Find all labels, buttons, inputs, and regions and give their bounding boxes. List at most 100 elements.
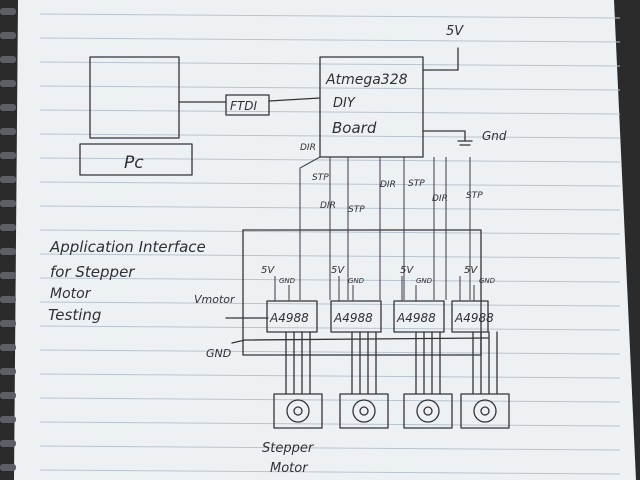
binding-ring bbox=[0, 152, 16, 159]
pc-base bbox=[79, 143, 193, 176]
ruled-line bbox=[39, 445, 621, 451]
driver-enclosure bbox=[242, 229, 482, 356]
ftdi-mcu-wire bbox=[268, 97, 321, 102]
motor-shaft bbox=[359, 406, 369, 416]
ftdi-box bbox=[225, 94, 270, 116]
binding-ring bbox=[0, 200, 16, 207]
binding-ring bbox=[0, 368, 16, 375]
ruled-line bbox=[39, 37, 621, 43]
binding-ring bbox=[0, 440, 16, 447]
mcu-label-3: Board bbox=[332, 119, 377, 137]
binding-ring bbox=[0, 128, 16, 135]
mcu-label-1: Atmega328 bbox=[325, 72, 408, 88]
motor-shaft-ring bbox=[416, 399, 440, 423]
bus-label: DIR bbox=[432, 194, 448, 204]
gnd-bottom-wire bbox=[231, 339, 246, 344]
stepper-motor bbox=[460, 393, 510, 429]
binding-ring bbox=[0, 392, 16, 399]
binding-ring bbox=[0, 32, 16, 39]
driver-5v-label: 5V bbox=[261, 265, 275, 276]
driver-module bbox=[451, 300, 489, 333]
supply-5v-label: 5V bbox=[446, 24, 464, 39]
ruled-line bbox=[39, 61, 621, 67]
pc-label: Pc bbox=[124, 153, 144, 173]
ruled-line bbox=[39, 13, 621, 19]
pc-monitor bbox=[89, 56, 180, 139]
stepper-label-2: Motor bbox=[270, 461, 309, 476]
bus-label: DIR bbox=[380, 180, 396, 190]
driver-label: A4988 bbox=[333, 311, 373, 325]
gnd-label: Gnd bbox=[482, 129, 507, 143]
binding-ring bbox=[0, 416, 16, 423]
driver-5v-label: 5V bbox=[464, 265, 478, 276]
stepper-motor bbox=[273, 393, 323, 429]
binding-ring bbox=[0, 8, 16, 15]
driver-gnd-label: GND bbox=[348, 277, 365, 285]
vmotor-label: Vmotor bbox=[194, 293, 236, 306]
binding-ring bbox=[0, 104, 16, 111]
ftdi-label: FTDI bbox=[230, 99, 257, 113]
ruled-line bbox=[39, 85, 621, 91]
driver-5v-label: 5V bbox=[400, 265, 414, 276]
title-line-3: Motor bbox=[50, 286, 92, 302]
bus-label: DIR bbox=[320, 201, 336, 211]
driver-module bbox=[393, 300, 445, 333]
mcu-label-2: DIY bbox=[333, 96, 356, 111]
bus-label: STP bbox=[348, 205, 365, 215]
binding-ring bbox=[0, 272, 16, 279]
binding-ring bbox=[0, 248, 16, 255]
driver-label: A4988 bbox=[454, 311, 494, 325]
driver-label: A4988 bbox=[396, 311, 436, 325]
driver-gnd-label: GND bbox=[479, 277, 496, 285]
ruled-line bbox=[39, 109, 621, 115]
binding-ring bbox=[0, 224, 16, 231]
bus-label: STP bbox=[312, 173, 329, 183]
driver-5v-label: 5V bbox=[331, 265, 345, 276]
title-line-1: Application Interface bbox=[49, 238, 206, 256]
bus-label: DIR bbox=[300, 143, 316, 153]
motor-shaft bbox=[480, 406, 490, 416]
driver-gnd-label: GND bbox=[416, 277, 433, 285]
gnd-bottom-label: GND bbox=[206, 347, 231, 360]
motor-shaft-ring bbox=[473, 399, 497, 423]
stepper-motor bbox=[339, 393, 389, 429]
motor-shaft-ring bbox=[286, 399, 310, 423]
ruled-line bbox=[39, 373, 621, 379]
binding-ring bbox=[0, 296, 16, 303]
ruled-line bbox=[39, 397, 621, 403]
ruled-line bbox=[39, 133, 621, 139]
motor-shaft bbox=[293, 406, 303, 416]
binding-ring bbox=[0, 80, 16, 87]
binding-ring bbox=[0, 320, 16, 327]
stepper-motors bbox=[273, 331, 510, 429]
title-line-2: for Stepper bbox=[50, 263, 135, 281]
bus-label: STP bbox=[466, 191, 483, 201]
ruled-line bbox=[39, 469, 621, 475]
signal-bus: DIR STP DIR STP DIR STP DIR STP bbox=[299, 143, 483, 300]
ruled-line bbox=[39, 325, 621, 331]
binding-ring bbox=[0, 176, 16, 183]
bus-wire bbox=[299, 156, 321, 300]
ruled-line bbox=[39, 421, 621, 427]
spiral-binding bbox=[0, 8, 16, 471]
bus-label: STP bbox=[408, 179, 425, 189]
binding-ring bbox=[0, 344, 16, 351]
binding-ring bbox=[0, 56, 16, 63]
driver-gnd-label: GND bbox=[279, 277, 296, 285]
mcu-board bbox=[319, 56, 424, 158]
stepper-motor bbox=[403, 393, 453, 429]
ruled-line bbox=[39, 349, 621, 355]
motor-shaft bbox=[423, 406, 433, 416]
stepper-label-1: Stepper bbox=[262, 441, 315, 456]
binding-ring bbox=[0, 464, 16, 471]
driver-module bbox=[266, 300, 318, 333]
driver-label: A4988 bbox=[269, 311, 309, 325]
motor-shaft-ring bbox=[352, 399, 376, 423]
gnd-wire bbox=[422, 130, 466, 142]
title-line-4: Testing bbox=[48, 306, 101, 324]
driver-module bbox=[330, 300, 382, 333]
supply-5v-wire bbox=[422, 47, 459, 71]
